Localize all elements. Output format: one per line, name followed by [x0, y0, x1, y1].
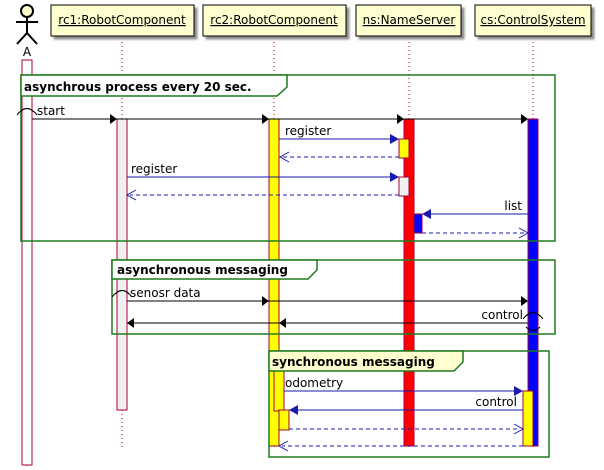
message-label: control	[475, 395, 517, 409]
actor-label: A	[23, 45, 32, 59]
participant-ns: ns:NameServer	[355, 4, 462, 37]
group-title: asynchrous process every 20 sec.	[24, 80, 252, 94]
group-title: asynchronous messaging	[117, 263, 288, 277]
message-label: register	[285, 124, 331, 138]
participant-label: cs:ControlSystem	[480, 13, 585, 27]
actor-icon	[16, 4, 38, 45]
message-label: control	[481, 308, 523, 322]
activation-ns	[403, 118, 415, 447]
participant-cs: cs:ControlSystem	[474, 4, 592, 37]
message-list: list	[422, 199, 530, 239]
message-label: senosr data	[130, 286, 201, 300]
message-control-sync: control	[277, 395, 525, 452]
activation-rc2-nested	[273, 370, 285, 412]
message-label: list	[504, 199, 522, 213]
message-odometry: odometry	[284, 376, 523, 396]
message-label: start	[37, 104, 65, 118]
message-register-rc1: register	[125, 162, 399, 201]
activation-cs-odometry	[522, 390, 534, 447]
message-label: register	[131, 162, 177, 176]
message-label: odometry	[285, 376, 343, 390]
participant-rc1: rc1:RobotComponent	[50, 4, 195, 37]
activation-ns-list	[413, 213, 423, 234]
message-register-rc2: register	[278, 124, 399, 163]
activation-ns-register	[398, 138, 410, 159]
participant-label: ns:NameServer	[363, 13, 456, 27]
group-sync-messaging: synchronous messaging	[268, 350, 550, 458]
group-title: synchronous messaging	[272, 355, 435, 369]
message-control-async: control	[127, 308, 544, 331]
group-async-process: asynchrous process every 20 sec.	[20, 74, 556, 242]
activation-ns-register-2	[398, 176, 410, 197]
participant-label: rc1:RobotComponent	[58, 13, 186, 27]
participant-rc2: rc2:RobotComponent	[202, 4, 347, 37]
message-senosr-data: senosr data	[111, 286, 528, 306]
participant-label: rc2:RobotComponent	[210, 13, 338, 27]
message-start: start	[16, 104, 528, 124]
activation-rc2-nested-2	[278, 409, 290, 431]
activation-actor	[21, 59, 33, 466]
